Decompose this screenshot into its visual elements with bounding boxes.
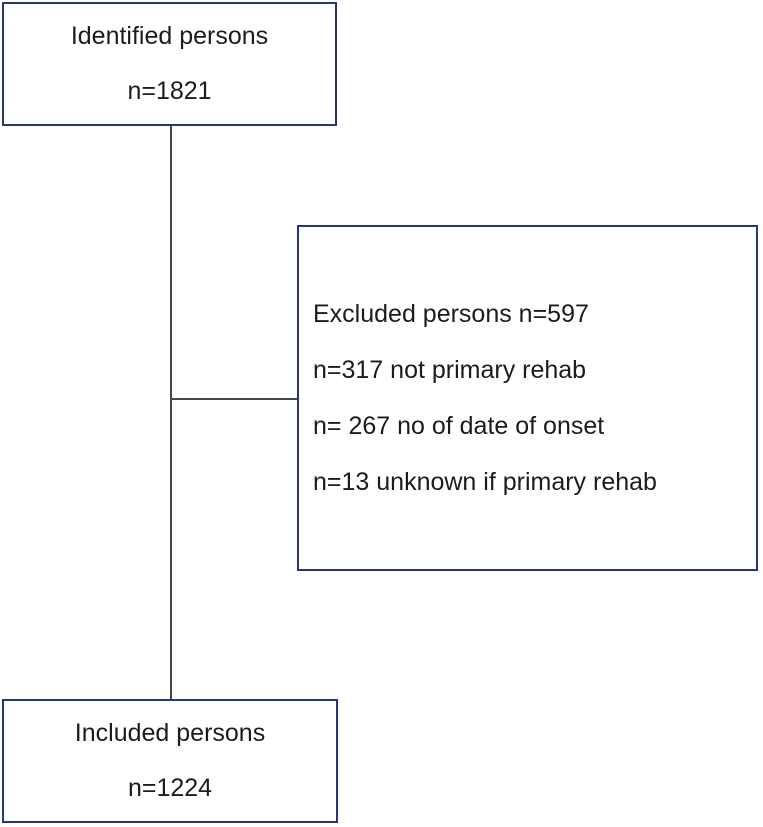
included-persons-count: n=1224 [127,774,213,802]
connector-horizontal-branch [172,398,297,400]
excluded-reason-unknown-primary-rehab: n=13 unknown if primary rehab [313,467,657,496]
identified-persons-title: Identified persons [70,22,269,50]
identified-persons-count: n=1821 [127,77,212,105]
excluded-reason-no-date-of-onset: n= 267 no of date of onset [313,411,605,440]
excluded-persons-summary: Excluded persons n=597 [313,299,589,328]
identified-persons-box: Identified persons n=1821 [2,2,337,126]
excluded-reason-not-primary-rehab: n=317 not primary rehab [313,355,587,384]
connector-vertical-line [170,126,172,699]
included-persons-box: Included persons n=1224 [2,699,338,823]
excluded-persons-box: Excluded persons n=597 n=317 not primary… [297,225,758,571]
included-persons-title: Included persons [74,719,266,747]
